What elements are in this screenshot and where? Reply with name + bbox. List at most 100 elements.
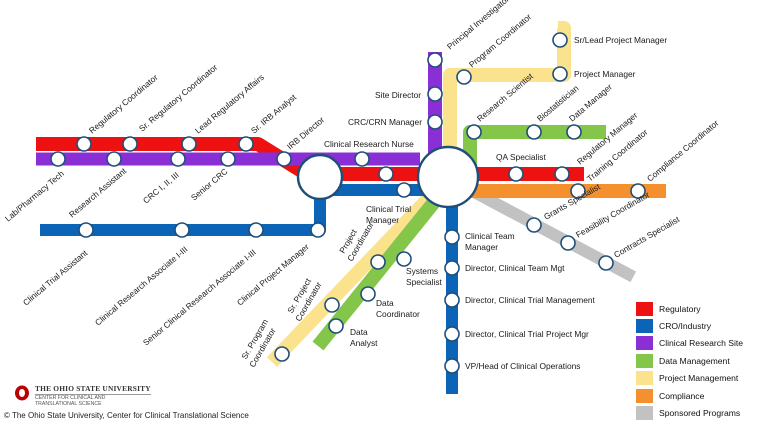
label-project-manager: Project Manager	[574, 69, 636, 79]
station-sr-lead-project-manager[interactable]	[552, 32, 568, 48]
legend-item-cro-industry: CRO/Industry	[636, 317, 766, 334]
station-research-assistant[interactable]	[106, 151, 122, 167]
label-sr-irb-analyst: Sr. IRB Analyst	[249, 92, 299, 136]
station-lead-regulatory-affairs[interactable]	[181, 136, 197, 152]
legend-swatch-regulatory	[636, 301, 653, 316]
station-clinical-research-nurse[interactable]	[354, 151, 370, 167]
station-crc-ii[interactable]	[378, 166, 394, 182]
station-clinical-trial-manager[interactable]	[396, 182, 412, 198]
center-name-line1: CENTER FOR CLINICAL AND	[35, 395, 106, 401]
label-lab-pharmacy-tech: Lab/Pharmacy Tech	[3, 168, 66, 223]
legend-item-project-management: Project Management	[636, 370, 766, 387]
block-o-icon	[15, 385, 29, 401]
label-data-coordinator-2: Coordinator	[376, 309, 420, 319]
label-crc-levels: CRC I, II, III	[141, 170, 181, 206]
label-qa-specialist: QA Specialist	[496, 152, 546, 162]
station-irb-director[interactable]	[276, 151, 292, 167]
legend-swatch-project-management	[636, 371, 653, 386]
label-compliance-coordinator: Compliance Coordinator	[645, 118, 721, 184]
label-director-clinical-trial-management: Director, Clinical Trial Management	[465, 295, 596, 305]
legend-label-compliance: Compliance	[659, 390, 705, 401]
station-biostatistician[interactable]	[526, 124, 542, 140]
station-training-coordinator[interactable]	[570, 183, 586, 199]
station-director-clinical-team-mgt[interactable]	[444, 260, 460, 276]
label-clinical-team-manager-2: Manager	[465, 242, 498, 252]
legend-item-sponsored-programs: Sponsored Programs	[636, 404, 766, 421]
label-director-clinical-team-mgt: Director, Clinical Team Mgt	[465, 263, 565, 273]
station-sr-irb-analyst[interactable]	[238, 136, 254, 152]
label-director-clinical-trial-project-mgr: Director, Clinical Trial Project Mgr	[465, 329, 589, 339]
legend-item-regulatory: Regulatory	[636, 300, 766, 317]
station-project-coordinator[interactable]	[370, 254, 386, 270]
station-data-analyst[interactable]	[328, 318, 344, 334]
station-vp-head-clinical-operations[interactable]	[444, 358, 460, 374]
university-name: THE OHIO STATE UNIVERSITY	[35, 384, 151, 395]
legend-swatch-clinical-research-site	[636, 336, 653, 351]
legend-swatch-cro-industry	[636, 319, 653, 334]
legend-swatch-compliance	[636, 388, 653, 403]
label-vp-head-clinical-operations: VP/Head of Clinical Operations	[465, 361, 580, 371]
station-clinical-team-manager[interactable]	[444, 229, 460, 245]
station-sr-regulatory-coordinator[interactable]	[122, 136, 138, 152]
legend-label-project-management: Project Management	[659, 373, 739, 384]
label-site-director: Site Director	[375, 90, 421, 100]
label-clinical-research-nurse: Clinical Research Nurse	[324, 139, 414, 149]
station-crc-levels[interactable]	[170, 151, 186, 167]
university-logo: THE OHIO STATE UNIVERSITY CENTER FOR CLI…	[14, 384, 151, 407]
station-project-manager[interactable]	[552, 66, 568, 82]
station-compliance-coordinator[interactable]	[630, 183, 646, 199]
label-contracts-specialist: Contracts Specialist	[612, 214, 682, 260]
label-data-analyst-1: Data	[350, 327, 368, 337]
station-systems-specialist[interactable]	[396, 251, 412, 267]
label-irb-director: IRB Director	[285, 114, 327, 151]
label-systems-specialist-2: Specialist	[406, 277, 443, 287]
station-data-manager[interactable]	[566, 124, 582, 140]
station-sr-program-coordinator[interactable]	[274, 346, 290, 362]
station-site-director[interactable]	[427, 86, 443, 102]
hub-left[interactable]	[296, 153, 344, 201]
station-principal-investigator[interactable]	[427, 52, 443, 68]
label-clinical-trial-assistant: Clinical Trial Assistant	[21, 247, 90, 307]
station-contracts-specialist[interactable]	[598, 255, 614, 271]
hub-center[interactable]	[416, 145, 480, 209]
label-clinical-trial-manager-1: Clinical Trial	[366, 204, 411, 214]
legend-label-sponsored-programs: Sponsored Programs	[659, 408, 741, 419]
station-qa-specialist[interactable]	[508, 166, 524, 182]
label-clinical-team-manager-1: Clinical Team	[465, 231, 515, 241]
station-grants-specialist[interactable]	[526, 217, 542, 233]
label-clinical-trial-manager-2: Manager	[366, 215, 399, 225]
station-clinical-research-associate[interactable]	[174, 222, 190, 238]
label-data-coordinator-1: Data	[376, 298, 394, 308]
station-lab-pharmacy-tech[interactable]	[50, 151, 66, 167]
station-regulatory-manager[interactable]	[554, 166, 570, 182]
label-data-analyst-2: Analyst	[350, 338, 378, 348]
legend-item-data-management: Data Management	[636, 352, 766, 369]
station-research-scientist[interactable]	[466, 124, 482, 140]
station-clinical-trial-assistant[interactable]	[78, 222, 94, 238]
stations	[50, 32, 646, 374]
legend-label-data-management: Data Management	[659, 355, 730, 366]
station-director-clinical-trial-project-mgr[interactable]	[444, 326, 460, 342]
legend-item-compliance: Compliance	[636, 387, 766, 404]
legend-swatch-data-management	[636, 353, 653, 368]
center-name-line2: TRANSLATIONAL SCIENCE	[35, 401, 102, 407]
station-program-coordinator[interactable]	[456, 69, 472, 85]
station-crc-crn-manager[interactable]	[427, 114, 443, 130]
legend-label-clinical-research-site: Clinical Research Site	[659, 338, 744, 349]
station-senior-crc[interactable]	[220, 151, 236, 167]
station-sr-project-coordinator[interactable]	[324, 297, 340, 313]
label-crc-crn-manager: CRC/CRN Manager	[348, 117, 422, 127]
station-clinical-project-manager[interactable]	[310, 222, 326, 238]
station-feasibility-coordinator[interactable]	[560, 235, 576, 251]
label-sr-lead-project-manager: Sr/Lead Project Manager	[574, 35, 667, 45]
station-regulatory-coordinator[interactable]	[76, 136, 92, 152]
label-senior-crc: Senior CRC	[189, 166, 230, 202]
legend-label-cro-industry: CRO/Industry	[659, 321, 712, 332]
legend-swatch-sponsored-programs	[636, 406, 653, 421]
station-senior-clinical-research-associate[interactable]	[248, 222, 264, 238]
station-data-coordinator[interactable]	[360, 286, 376, 302]
station-director-clinical-trial-management[interactable]	[444, 292, 460, 308]
copyright-notice: © The Ohio State University, Center for …	[4, 411, 249, 420]
legend-item-clinical-research-site: Clinical Research Site	[636, 335, 766, 352]
